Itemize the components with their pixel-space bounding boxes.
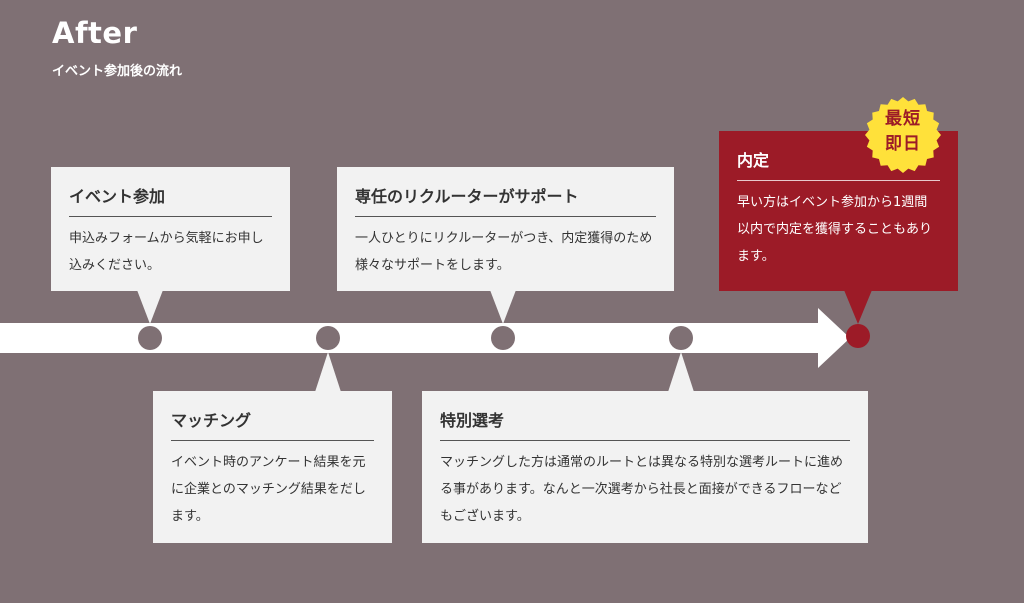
step-description: イベント時のアンケート結果を元に企業とのマッチング結果をだします。 bbox=[171, 455, 366, 524]
step-card-matching: マッチング イベント時のアンケート結果を元に企業とのマッチング結果をだします。 bbox=[153, 391, 392, 543]
step-card-recruiter: 専任のリクルーターがサポート 一人ひとりにリクルーターがつき、内定獲得のため様々… bbox=[337, 167, 674, 291]
badge-line-2: 即日 bbox=[885, 134, 921, 154]
timeline-arrow bbox=[0, 308, 850, 368]
page-subtitle: イベント参加後の流れ bbox=[52, 64, 183, 79]
pointer-step-3 bbox=[490, 290, 516, 324]
step-title: マッチング bbox=[171, 405, 374, 441]
timeline-dot-4 bbox=[669, 326, 693, 350]
step-card-event: イベント参加 申込みフォームから気軽にお申し込みください。 bbox=[51, 167, 290, 291]
badge-label: 最短 即日 bbox=[864, 107, 942, 157]
timeline-dot-offer bbox=[846, 324, 870, 348]
step-description: 一人ひとりにリクルーターがつき、内定獲得のため様々なサポートをします。 bbox=[355, 231, 653, 273]
offer-description: 早い方はイベント参加から1週間以内で内定を獲得することもあります。 bbox=[737, 195, 933, 264]
timeline-dot-3 bbox=[491, 326, 515, 350]
step-card-special-selection: 特別選考 マッチングした方は通常のルートとは異なる特別な選考ルートに進める事があ… bbox=[422, 391, 868, 543]
timeline-dot-1 bbox=[138, 326, 162, 350]
page-title: After bbox=[52, 16, 138, 50]
step-title: イベント参加 bbox=[69, 181, 272, 217]
pointer-step-4 bbox=[668, 352, 694, 392]
step-description: 申込みフォームから気軽にお申し込みください。 bbox=[69, 231, 264, 273]
badge-line-1: 最短 bbox=[885, 109, 921, 129]
step-description: マッチングした方は通常のルートとは異なる特別な選考ルートに進める事があります。な… bbox=[440, 455, 844, 524]
starburst-badge-icon bbox=[865, 97, 941, 173]
pointer-step-1 bbox=[137, 290, 163, 324]
pointer-offer bbox=[844, 290, 872, 324]
step-title: 専任のリクルーターがサポート bbox=[355, 181, 656, 217]
step-title: 特別選考 bbox=[440, 405, 850, 441]
timeline-dot-2 bbox=[316, 326, 340, 350]
offer-title: 内定 bbox=[737, 145, 940, 181]
pointer-step-2 bbox=[315, 352, 341, 392]
